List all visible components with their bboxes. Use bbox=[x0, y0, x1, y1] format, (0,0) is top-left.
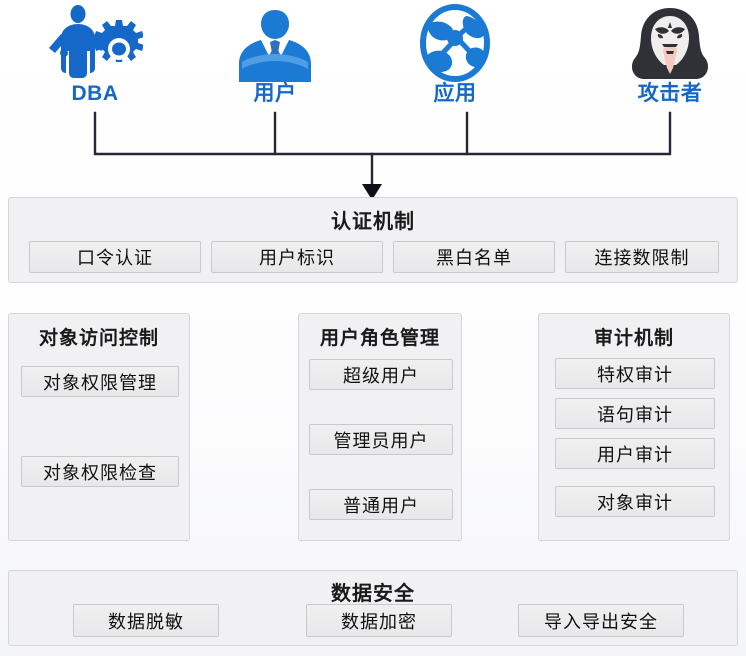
business-user-icon bbox=[210, 4, 340, 82]
actors-row: DBA 用户 bbox=[0, 0, 746, 120]
dba-gear-person-icon bbox=[30, 4, 160, 82]
chip-connection-limit[interactable]: 连接数限制 bbox=[565, 241, 719, 273]
hacker-mask-icon bbox=[605, 4, 735, 82]
actor-label: 应用 bbox=[433, 82, 477, 105]
actor-user[interactable]: 用户 bbox=[210, 4, 340, 106]
panel-title: 用户角色管理 bbox=[319, 328, 440, 349]
chip-normal-user[interactable]: 普通用户 bbox=[309, 489, 453, 520]
panel-title: 认证机制 bbox=[331, 211, 415, 233]
panel-title: 审计机制 bbox=[593, 328, 674, 349]
panel-data-security: 数据安全 数据脱敏 数据加密 导入导出安全 bbox=[8, 570, 738, 646]
panel-user-role-management: 用户角色管理 超级用户 管理员用户 普通用户 bbox=[298, 313, 462, 541]
chip-password-auth[interactable]: 口令认证 bbox=[29, 241, 201, 273]
chip-super-user[interactable]: 超级用户 bbox=[309, 359, 453, 390]
chip-user-audit[interactable]: 用户审计 bbox=[555, 438, 715, 469]
panel-object-access-control: 对象访问控制 对象权限管理 对象权限检查 bbox=[8, 313, 190, 541]
application-network-globe-icon bbox=[390, 4, 520, 82]
chip-object-permission-check[interactable]: 对象权限检查 bbox=[21, 456, 179, 487]
actor-label: 用户 bbox=[253, 82, 297, 105]
chip-data-encryption[interactable]: 数据加密 bbox=[306, 604, 452, 637]
actor-attacker[interactable]: 攻击者 bbox=[605, 4, 735, 106]
actors-to-auth-flow bbox=[0, 108, 746, 200]
chip-statement-audit[interactable]: 语句审计 bbox=[555, 398, 715, 429]
actor-label: DBA bbox=[71, 82, 119, 105]
actor-application[interactable]: 应用 bbox=[390, 4, 520, 106]
actor-dba[interactable]: DBA bbox=[30, 4, 160, 106]
chip-privilege-audit[interactable]: 特权审计 bbox=[555, 358, 715, 389]
chip-import-export-security[interactable]: 导入导出安全 bbox=[518, 604, 684, 637]
chip-admin-user[interactable]: 管理员用户 bbox=[309, 424, 453, 455]
panel-authentication: 认证机制 口令认证 用户标识 黑白名单 连接数限制 bbox=[8, 197, 738, 283]
panel-title: 数据安全 bbox=[331, 583, 415, 605]
chip-object-permission-management[interactable]: 对象权限管理 bbox=[21, 366, 179, 397]
chip-user-identity[interactable]: 用户标识 bbox=[211, 241, 383, 273]
chip-black-white-list[interactable]: 黑白名单 bbox=[393, 241, 555, 273]
chip-object-audit[interactable]: 对象审计 bbox=[555, 486, 715, 517]
chip-data-masking[interactable]: 数据脱敏 bbox=[73, 604, 219, 637]
panel-title: 对象访问控制 bbox=[38, 328, 159, 349]
actor-label: 攻击者 bbox=[637, 82, 703, 105]
panel-audit-mechanism: 审计机制 特权审计 语句审计 用户审计 对象审计 bbox=[538, 313, 730, 541]
